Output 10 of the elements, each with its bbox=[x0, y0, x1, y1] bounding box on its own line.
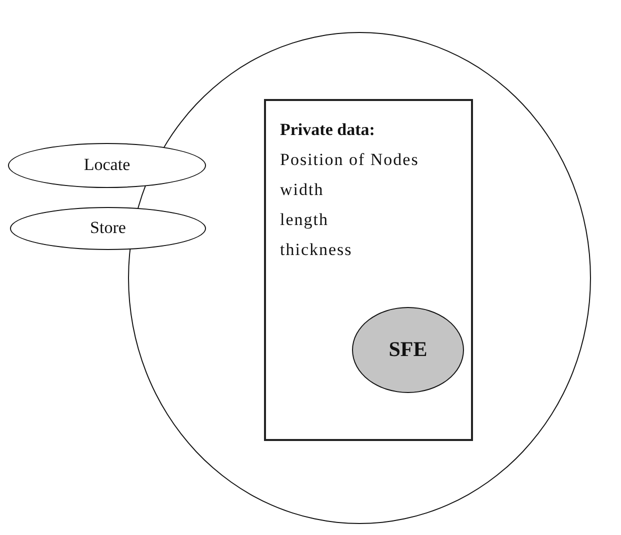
node-label: Store bbox=[90, 219, 126, 238]
data-box bbox=[264, 99, 473, 441]
box-heading: Private data: bbox=[280, 119, 375, 141]
attribute-text: thickness bbox=[280, 239, 352, 261]
attribute-text: length bbox=[280, 209, 328, 231]
attribute-text: Position of Nodes bbox=[280, 149, 419, 171]
attribute-text: width bbox=[280, 179, 324, 201]
node-label: SFE bbox=[388, 338, 428, 362]
large-circle bbox=[128, 32, 591, 524]
node-label: Locate bbox=[84, 156, 130, 175]
